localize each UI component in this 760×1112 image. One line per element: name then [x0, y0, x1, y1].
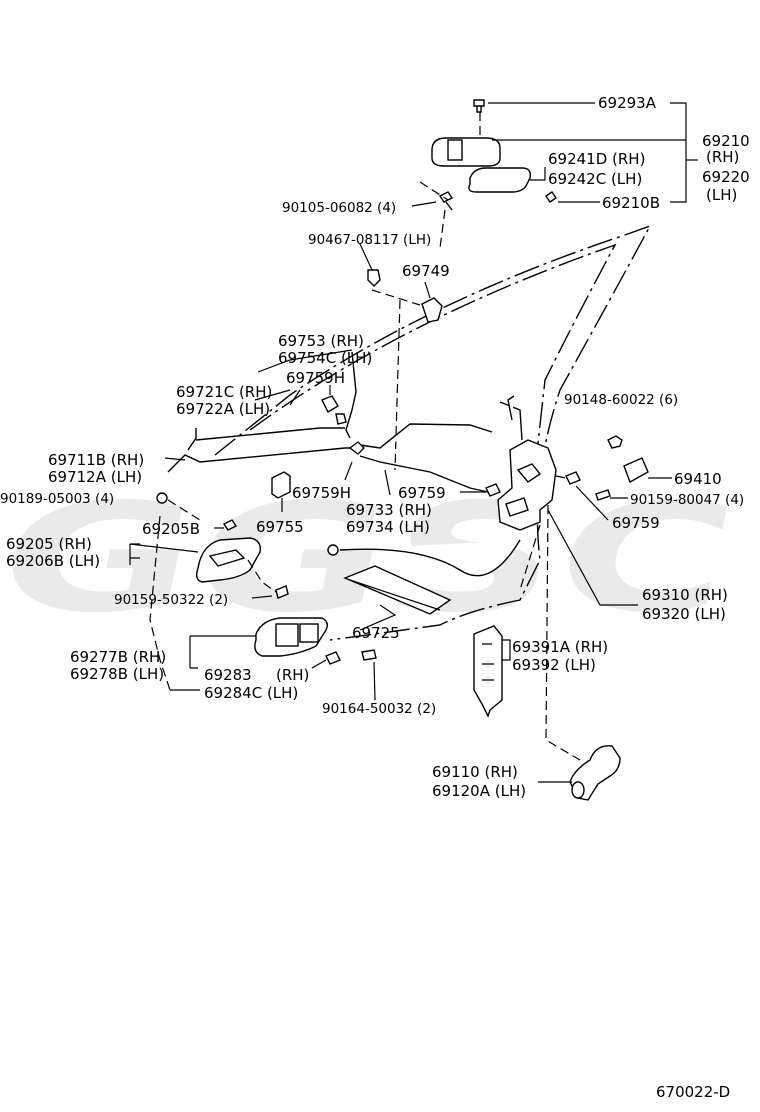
rod-69733	[359, 423, 493, 449]
label-69210-rh: (RH)	[706, 148, 739, 166]
label-69721C: 69721C (RH)	[176, 383, 272, 401]
rod-69711B	[167, 447, 360, 473]
label-69206B: 69206B (LH)	[6, 552, 100, 570]
striker-69410	[623, 457, 649, 484]
label-69293A: 69293A	[598, 94, 657, 112]
screw-69210B	[545, 191, 557, 203]
rod-69753	[345, 351, 357, 439]
label-69711B: 69711B (RH)	[48, 451, 144, 469]
label-69283: 69283	[204, 666, 252, 684]
label-69220-lh: (LH)	[706, 186, 737, 204]
outside-handle-base	[431, 137, 501, 167]
label-69242C: 69242C (LH)	[548, 170, 642, 188]
label-90159-80047: 90159-80047 (4)	[630, 492, 744, 508]
rod-69733-lower	[359, 455, 489, 493]
screw-90148	[607, 435, 623, 449]
label-69283-rh: (RH)	[276, 666, 309, 684]
clip-69759-a	[485, 483, 501, 497]
screw-90159-50322	[275, 585, 289, 599]
label-69278B: 69278B (LH)	[70, 665, 164, 683]
hinge-group	[569, 745, 621, 801]
diagram-code: 670022-D	[656, 1083, 730, 1101]
bracket-group	[473, 625, 503, 718]
label-69320: 69320 (LH)	[642, 605, 726, 623]
label-69205: 69205 (RH)	[6, 535, 92, 553]
label-69392: 69392 (LH)	[512, 656, 596, 674]
label-69410: 69410	[674, 470, 722, 488]
outside-handle-group	[419, 99, 557, 249]
bracket-69391A	[473, 625, 503, 718]
cable-group	[327, 539, 521, 615]
pad-69755	[271, 471, 291, 499]
bezel-group	[254, 617, 377, 665]
door-lock-assembly	[485, 395, 649, 761]
clip-69759-b	[565, 471, 581, 485]
label-90159-50322: 90159-50322 (2)	[114, 592, 228, 608]
label-69722A: 69722A (LH)	[176, 400, 270, 418]
lock-knob-group	[367, 269, 443, 471]
cable-69725	[339, 539, 521, 577]
label-69759H-a: 69759H	[286, 369, 345, 387]
screw-69205B	[222, 519, 238, 531]
label-69284C: 69284C (LH)	[204, 684, 298, 702]
label-69110: 69110 (RH)	[432, 763, 518, 781]
label-90189: 90189-05003 (4)	[0, 491, 114, 507]
screw-90164	[361, 649, 377, 661]
label-90467: 90467-08117 (LH)	[308, 232, 431, 248]
rods-group	[167, 351, 493, 493]
label-69759H-b: 69759H	[292, 484, 351, 502]
screw-90105	[438, 191, 454, 211]
clip-69293A	[473, 99, 485, 113]
handle-bracket	[447, 139, 463, 161]
label-69759-b: 69759	[612, 514, 660, 532]
label-90164: 90164-50032 (2)	[322, 701, 436, 717]
label-69210B: 69210B	[602, 194, 660, 212]
label-69391A: 69391A (RH)	[512, 638, 608, 656]
label-69734: 69734 (LH)	[346, 518, 430, 536]
clip-69283	[325, 651, 341, 665]
watermark-text: GGSC	[0, 471, 750, 646]
screw-90159-80047	[595, 489, 611, 501]
lock-knob-69749	[421, 297, 443, 323]
label-69277B: 69277B (RH)	[70, 648, 166, 666]
label-90105: 90105-06082 (4)	[282, 200, 396, 216]
label-69753: 69753 (RH)	[278, 332, 364, 350]
label-69310: 69310 (RH)	[642, 586, 728, 604]
label-69205B: 69205B	[142, 520, 200, 538]
label-69733: 69733 (RH)	[346, 501, 432, 519]
inner-cover-69725	[343, 565, 452, 615]
label-69725: 69725	[352, 624, 400, 642]
label-69220: 69220	[702, 168, 750, 186]
label-69754C: 69754C (LH)	[278, 349, 372, 367]
rod-69721C	[187, 427, 345, 451]
label-69749: 69749	[402, 262, 450, 280]
label-90148: 90148-60022 (6)	[564, 392, 678, 408]
label-69120A: 69120A (LH)	[432, 782, 526, 800]
label-69712A: 69712A (LH)	[48, 468, 142, 486]
label-69210: 69210	[702, 132, 750, 150]
clip-69759H-upper	[321, 395, 347, 425]
clip-90467	[367, 269, 381, 287]
watermark: GGSC	[0, 471, 750, 646]
clip-69759H-lower	[348, 441, 365, 455]
callout-labels: 69293A 69210 (RH) 69220 (LH) 69241D (RH)…	[0, 94, 750, 1101]
inside-handle-group	[195, 519, 289, 599]
washer-90189	[156, 492, 168, 504]
label-69759-a: 69759	[398, 484, 446, 502]
label-69755: 69755	[256, 518, 304, 536]
outside-handle-cover	[468, 167, 532, 193]
label-69241D: 69241D (RH)	[548, 150, 645, 168]
window-frame-outline	[249, 243, 617, 471]
